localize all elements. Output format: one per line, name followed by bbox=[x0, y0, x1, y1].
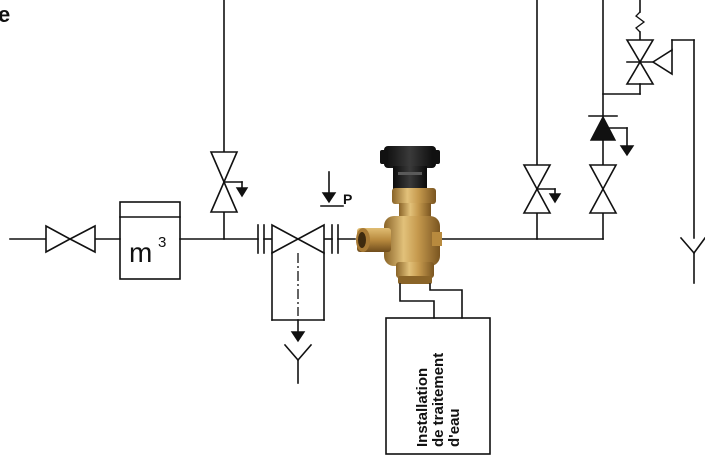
treatment-label-line2: de traitement bbox=[430, 353, 447, 447]
pressure-reducer-icon bbox=[602, 0, 695, 239]
treatment-label-line3: d'eau bbox=[446, 408, 463, 447]
header-fragment: e bbox=[0, 2, 10, 27]
filter-unit bbox=[257, 223, 339, 321]
pressure-indicator: P bbox=[320, 171, 352, 207]
funnel-icon-right bbox=[679, 236, 705, 284]
drain-valve-icon-right bbox=[522, 164, 562, 214]
check-valve-icon bbox=[588, 115, 635, 157]
treatment-label-line1: Installation bbox=[414, 368, 431, 447]
treatment-connection-lines bbox=[399, 283, 463, 319]
drain-valve-icon bbox=[209, 151, 249, 213]
arrow-down-icon bbox=[290, 319, 306, 343]
funnel-icon bbox=[283, 343, 313, 384]
meter-exponent-label: 3 bbox=[158, 234, 166, 251]
gate-valve-icon bbox=[45, 224, 96, 254]
meter-unit-label: m bbox=[129, 237, 152, 268]
gate-valve-icon-vertical bbox=[588, 164, 618, 214]
pressure-label: P bbox=[343, 191, 352, 207]
brass-valve-photo bbox=[356, 146, 442, 284]
water-meter: m 3 bbox=[119, 201, 181, 280]
treatment-box: Installation de traitement d'eau bbox=[385, 317, 491, 455]
